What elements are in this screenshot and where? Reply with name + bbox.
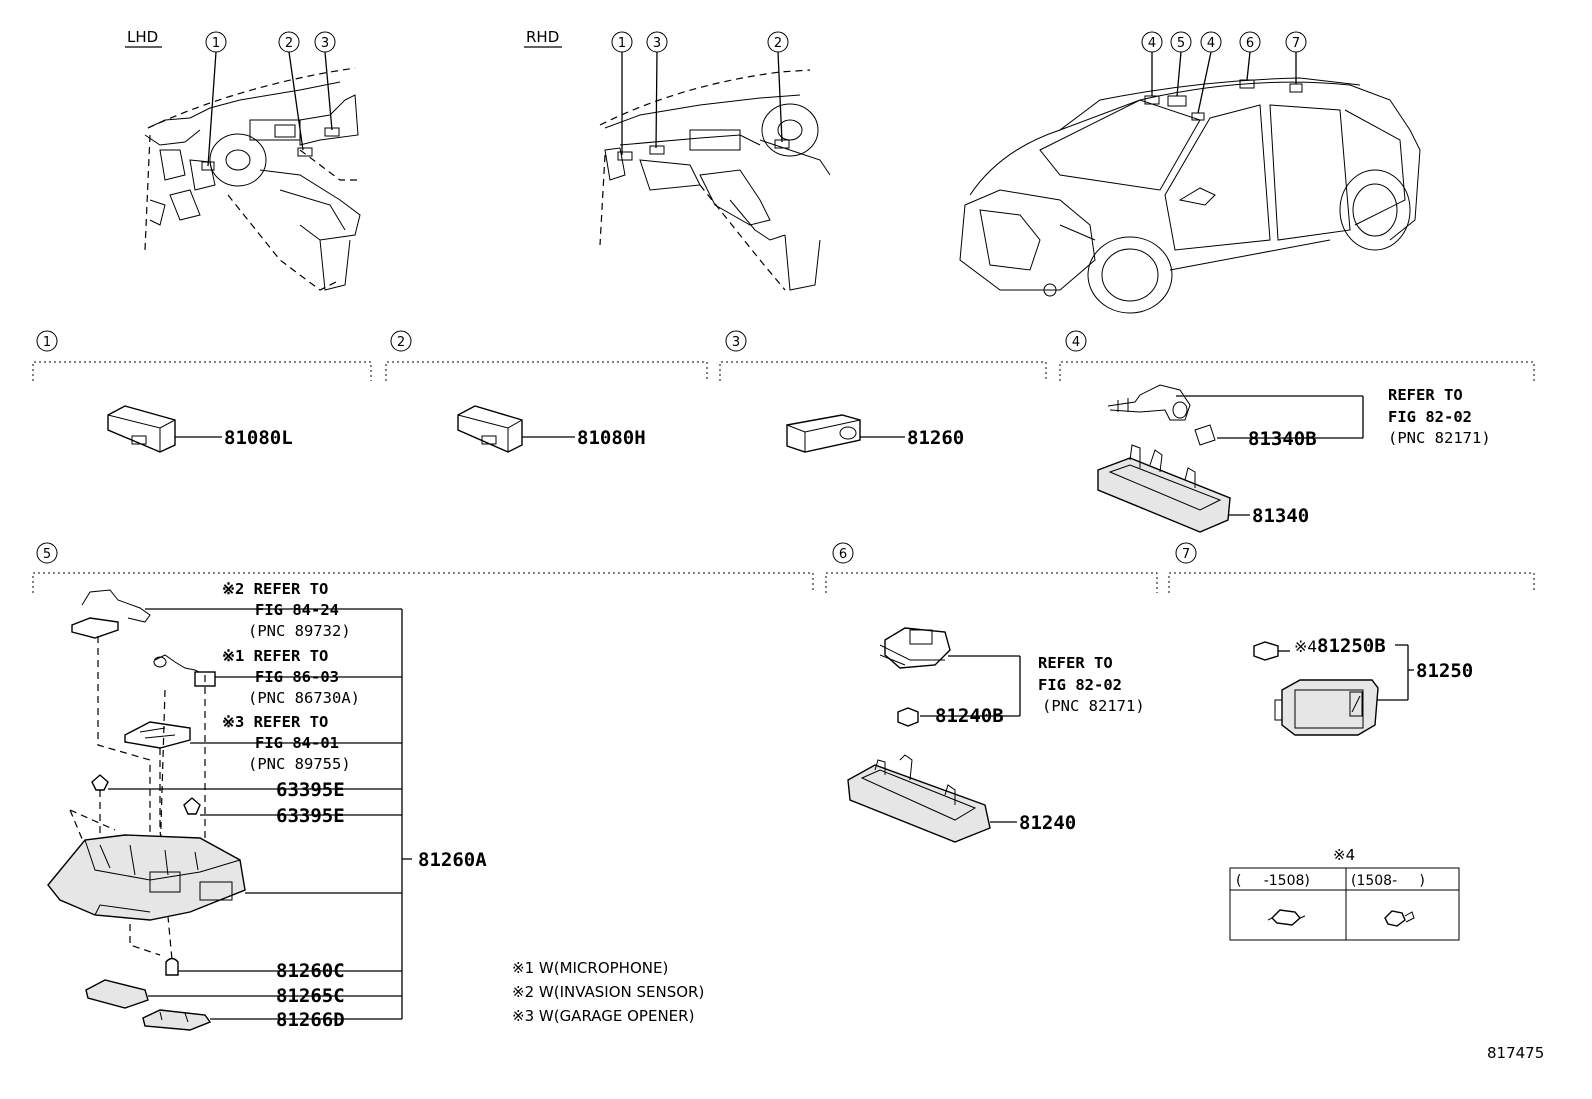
svg-text:3: 3	[653, 36, 661, 51]
part-81260-lamp: 81260	[786, 414, 964, 453]
svg-text:6: 6	[839, 547, 847, 562]
section-4: 4 81340B REFER TO FIG 82-02 (PNC 82171) …	[1059, 330, 1535, 533]
callout-2-lhd: 2	[278, 31, 300, 53]
svg-text:(PNC 86730A): (PNC 86730A)	[248, 689, 360, 707]
callout-1-rhd: 1	[611, 31, 633, 53]
part-81340-wire-socket	[1107, 384, 1216, 446]
svg-text:FIG 84-01: FIG 84-01	[255, 734, 339, 752]
lhd-dashboard-view: LHD 1 2 3	[125, 28, 361, 291]
part-81080L-switch: 81080L	[107, 405, 293, 453]
part-number-81266D: 81266D	[276, 1009, 345, 1031]
part-81260A-assembly	[47, 834, 402, 921]
note-1: ※1 W(MICROPHONE)	[512, 959, 668, 977]
part-number-81340B: 81340B	[1248, 428, 1317, 450]
section-6: 6 81240B REFER TO FIG 82-02 (PNC 82171) …	[825, 542, 1158, 843]
rhd-label: RHD	[526, 28, 559, 46]
svg-text:FIG 84-24: FIG 84-24	[255, 601, 339, 619]
callout-6-car: 6	[1239, 31, 1261, 53]
callout-4a-car: 4	[1141, 31, 1163, 53]
svg-text:7: 7	[1182, 547, 1190, 562]
svg-text:4: 4	[1072, 335, 1080, 350]
svg-text:※481250B: ※481250B	[1294, 635, 1386, 657]
callout-3-rhd: 3	[646, 31, 668, 53]
svg-text:3: 3	[321, 36, 329, 51]
svg-text:(PNC 89732): (PNC 89732)	[248, 622, 351, 640]
callout-3-lhd: 3	[314, 31, 336, 53]
svg-text:FIG 82-02: FIG 82-02	[1388, 408, 1472, 426]
part-number-63395E-b: 63395E	[276, 805, 345, 827]
wedge-bulb-icon	[1384, 910, 1415, 927]
svg-text:5: 5	[43, 547, 51, 562]
part-81250-lamp	[1274, 679, 1379, 736]
svg-text:※2 REFER TO: ※2 REFER TO	[222, 580, 328, 598]
note-3: ※3 W(GARAGE OPENER)	[512, 1007, 694, 1025]
lhd-label: LHD	[127, 28, 158, 46]
part-number-81340: 81340	[1252, 505, 1309, 527]
part-number-81240B: 81240B	[935, 705, 1004, 727]
svg-text:1: 1	[212, 36, 220, 51]
part-number-81260A: 81260A	[418, 849, 487, 871]
callout-7-car: 7	[1285, 31, 1307, 53]
svg-text:(PNC 82171): (PNC 82171)	[1388, 429, 1491, 447]
bulb-table-col2: (1508- )	[1351, 873, 1425, 889]
bulb-table-title: ※4	[1333, 846, 1355, 864]
section-2: 2 81080H	[385, 330, 708, 453]
svg-text:4: 4	[1207, 36, 1215, 51]
svg-text:※3 REFER TO: ※3 REFER TO	[222, 713, 328, 731]
svg-text:7: 7	[1292, 36, 1300, 51]
svg-text:2: 2	[285, 36, 293, 51]
part-number-81260C: 81260C	[276, 960, 345, 982]
part-number-63395E-a: 63395E	[276, 779, 345, 801]
svg-text:(PNC 89755): (PNC 89755)	[248, 755, 351, 773]
svg-text:6: 6	[1246, 36, 1254, 51]
bulb-applicability-table: ※4 ( -1508) (1508- )	[1229, 846, 1460, 941]
section-1: 1 81080L	[32, 330, 372, 453]
part-number-81265C: 81265C	[276, 985, 345, 1007]
footnotes: ※1 W(MICROPHONE) ※2 W(INVASION SENSOR) ※…	[512, 959, 704, 1025]
callout-1-lhd: 1	[205, 31, 227, 53]
part-number-81080L: 81080L	[224, 427, 293, 449]
section-3: 3 81260	[719, 330, 1047, 453]
vehicle-exterior-view: 4 5 4 6 7	[959, 31, 1421, 314]
part-number-81240: 81240	[1019, 812, 1076, 834]
svg-text:REFER TO: REFER TO	[1388, 386, 1463, 404]
section-5: 5 ※2 REFER TO FIG 84-24 (PNC 89732) ※1 R…	[32, 542, 814, 1031]
part-number-81250: 81250	[1416, 660, 1473, 682]
svg-text:※1 REFER TO: ※1 REFER TO	[222, 647, 328, 665]
part-number-81260: 81260	[907, 427, 964, 449]
part-number-81080H: 81080H	[577, 427, 646, 449]
part-81080H-switch: 81080H	[457, 405, 646, 453]
svg-text:1: 1	[43, 335, 51, 350]
part-81240-lamp: 81240	[847, 754, 1076, 843]
callout-5-car: 5	[1170, 31, 1192, 53]
svg-text:1: 1	[618, 36, 626, 51]
rhd-dashboard-view: RHD 1 3 2	[524, 28, 831, 291]
svg-text:2: 2	[774, 36, 782, 51]
figure-id: 817475	[1487, 1044, 1544, 1062]
svg-text:(PNC 82171): (PNC 82171)	[1042, 697, 1145, 715]
svg-text:2: 2	[397, 335, 405, 350]
svg-text:4: 4	[1148, 36, 1156, 51]
section-7: 7 ※481250B 81250 ※4 ( -1508) (1508- )	[1168, 542, 1535, 941]
svg-text:REFER TO: REFER TO	[1038, 654, 1113, 672]
bulb-table-col1: ( -1508)	[1236, 873, 1310, 889]
callout-4b-car: 4	[1200, 31, 1222, 53]
note-2: ※2 W(INVASION SENSOR)	[512, 983, 704, 1001]
part-81340-lamp: 81340	[1097, 444, 1309, 533]
callout-2-rhd: 2	[767, 31, 789, 53]
svg-text:FIG 86-03: FIG 86-03	[255, 668, 339, 686]
festoon-bulb-icon	[1267, 909, 1306, 926]
part-81240-wire-socket	[879, 627, 951, 669]
svg-text:5: 5	[1177, 36, 1185, 51]
svg-text:3: 3	[732, 335, 740, 350]
part-number-81250B: 81250B	[1317, 635, 1386, 657]
svg-text:FIG 82-02: FIG 82-02	[1038, 676, 1122, 694]
